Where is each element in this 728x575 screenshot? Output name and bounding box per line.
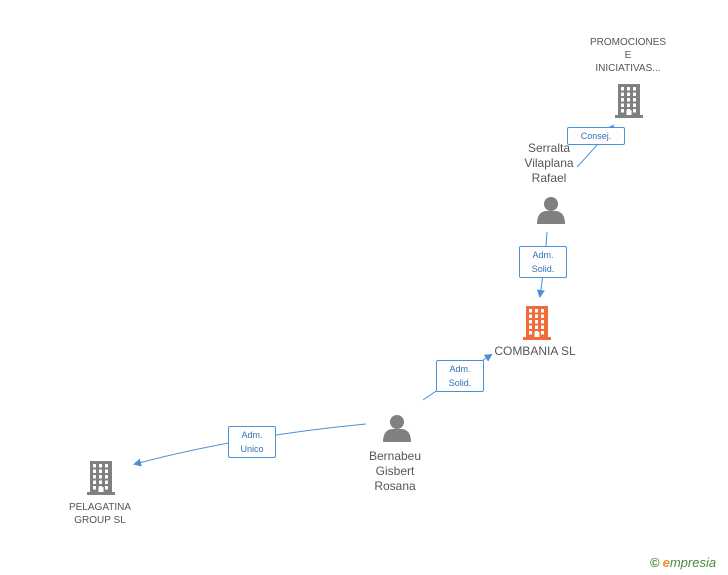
building-icon: [615, 84, 643, 118]
edge-label-bernabeu-combania[interactable]: Adm. Solid.: [436, 360, 484, 392]
edge-label-bernabeu-pelagatina[interactable]: Adm. Unico: [228, 426, 276, 458]
footer-brand: ©empresia: [650, 555, 716, 570]
building-icon: [523, 306, 551, 340]
node-label-line: Rosana: [374, 478, 416, 493]
edge-label-line: Adm.: [532, 250, 554, 260]
node-label-line: Vilaplana: [524, 155, 574, 170]
edge-label-line: Solid.: [448, 378, 472, 388]
edge-label-serralta-combania[interactable]: Adm. Solid.: [519, 246, 567, 278]
brand-logo-text: mpresia: [669, 555, 717, 570]
node-label-line: Rafael: [531, 170, 567, 185]
person-icon: [383, 415, 411, 442]
node-label-line: Serralta: [527, 140, 571, 155]
edge-label-line: Adm.: [241, 430, 263, 440]
edge-label-line: Consej.: [580, 131, 612, 141]
node-label-line: E: [624, 49, 632, 61]
node-label-pelagatina[interactable]: PELAGATINA GROUP SL: [50, 501, 150, 527]
building-icon: [87, 461, 115, 495]
node-label-line: INICIATIVAS...: [595, 62, 661, 74]
node-label-combania[interactable]: COMBANIA SL: [480, 344, 590, 359]
person-icon: [537, 197, 565, 224]
copyright-symbol: ©: [650, 555, 660, 570]
edge-label-line: Adm.: [449, 364, 471, 374]
node-label-line: PELAGATINA: [68, 502, 132, 513]
edge-label-line: Solid.: [531, 264, 555, 274]
edge-label-line: Unico: [240, 444, 264, 454]
edge-label-serralta-promociones[interactable]: Consej.: [567, 127, 625, 145]
node-label-line: Gisbert: [375, 463, 415, 478]
node-label-line: COMBANIA SL: [494, 343, 576, 358]
node-label-line: GROUP SL: [74, 515, 126, 526]
node-label-line: Bernabeu: [368, 448, 422, 463]
brand-logo-e: e: [662, 555, 670, 570]
node-label-line: PROMOCIONES: [589, 36, 667, 48]
